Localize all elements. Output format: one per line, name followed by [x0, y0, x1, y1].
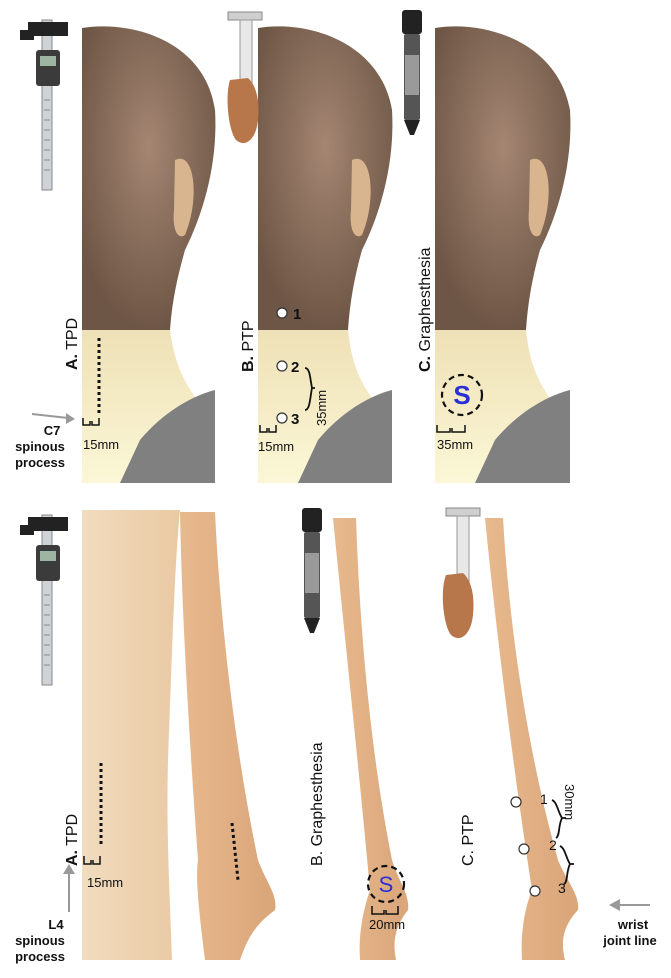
- top-panel-b-distance: 15mm: [258, 439, 294, 454]
- bottom-panel-b: [333, 518, 408, 960]
- svg-text:C. Graphesthesia: C. Graphesthesia: [417, 247, 434, 372]
- test-point-1: [511, 797, 521, 807]
- test-point-3: [530, 886, 540, 896]
- forearm-skin: [180, 512, 275, 960]
- point-label-2: 2: [549, 837, 557, 853]
- point-label-3: 3: [291, 411, 299, 428]
- top-panel-a: [82, 26, 215, 483]
- hand: [228, 78, 259, 143]
- point-label-1: 1: [293, 306, 301, 323]
- top-panel-c-distance: 35mm: [437, 437, 473, 452]
- wrist-arrow: [609, 899, 650, 911]
- bottom-panel-b-title: B. Graphesthesia: [309, 742, 326, 866]
- test-point-3: [277, 413, 287, 423]
- point-label-1: 1: [540, 791, 548, 807]
- top-panel-c: [435, 26, 570, 483]
- svg-text:B. Graphesthesia: B. Graphesthesia: [309, 742, 326, 866]
- svg-text:C. PTP: C. PTP: [460, 814, 477, 866]
- l4-label-line3: process: [15, 949, 65, 964]
- top-panel-b-spacing: 35mm: [314, 390, 329, 426]
- pressure-probe-icon: [228, 12, 262, 143]
- pressure-probe-icon: [443, 508, 480, 638]
- svg-text:A. TPD: A. TPD: [64, 318, 81, 370]
- c7-label-line1: C7: [44, 423, 61, 438]
- wrist-label-line1: wrist: [617, 917, 649, 932]
- point-label-2: 2: [291, 359, 299, 376]
- marker-pen-icon: [402, 10, 422, 135]
- svg-text:A. TPD: A. TPD: [64, 814, 81, 866]
- test-point-1: [277, 308, 287, 318]
- caliper-icon: [20, 20, 68, 190]
- top-panel-b-title: B. PTP: [240, 320, 257, 372]
- bottom-panel-b-distance: 20mm: [369, 917, 405, 932]
- bottom-panel-a-title: A. TPD: [64, 814, 81, 866]
- graphesthesia-glyph: S: [379, 872, 394, 897]
- bottom-panel-a-distance: 15mm: [87, 875, 123, 890]
- point-label-3: 3: [558, 880, 566, 896]
- top-panel-c-title: C. Graphesthesia: [417, 247, 434, 372]
- l4-label-line2: spinous: [15, 933, 65, 948]
- test-point-2: [277, 361, 287, 371]
- bottom-panel-c-title: C. PTP: [460, 814, 477, 866]
- l4-label-line1: L4: [48, 917, 64, 932]
- bottom-panel-a: [82, 510, 275, 960]
- top-panel-a-title: A. TPD: [64, 318, 81, 370]
- bottom-panel-c-spacing: 30mm: [562, 784, 577, 820]
- l4-arrow: [63, 864, 75, 912]
- hand: [443, 573, 474, 638]
- test-point-2: [519, 844, 529, 854]
- c7-label-line2: spinous: [15, 439, 65, 454]
- graphesthesia-glyph: S: [453, 380, 470, 410]
- caliper-icon: [20, 515, 68, 685]
- wrist-label-line2: joint line: [602, 933, 656, 948]
- back-skin: [82, 510, 180, 960]
- c7-label-line3: process: [15, 455, 65, 470]
- top-panel-a-distance: 15mm: [83, 437, 119, 452]
- forearm-skin: [333, 518, 408, 960]
- marker-pen-icon: [302, 508, 322, 633]
- svg-text:B. PTP: B. PTP: [240, 320, 257, 372]
